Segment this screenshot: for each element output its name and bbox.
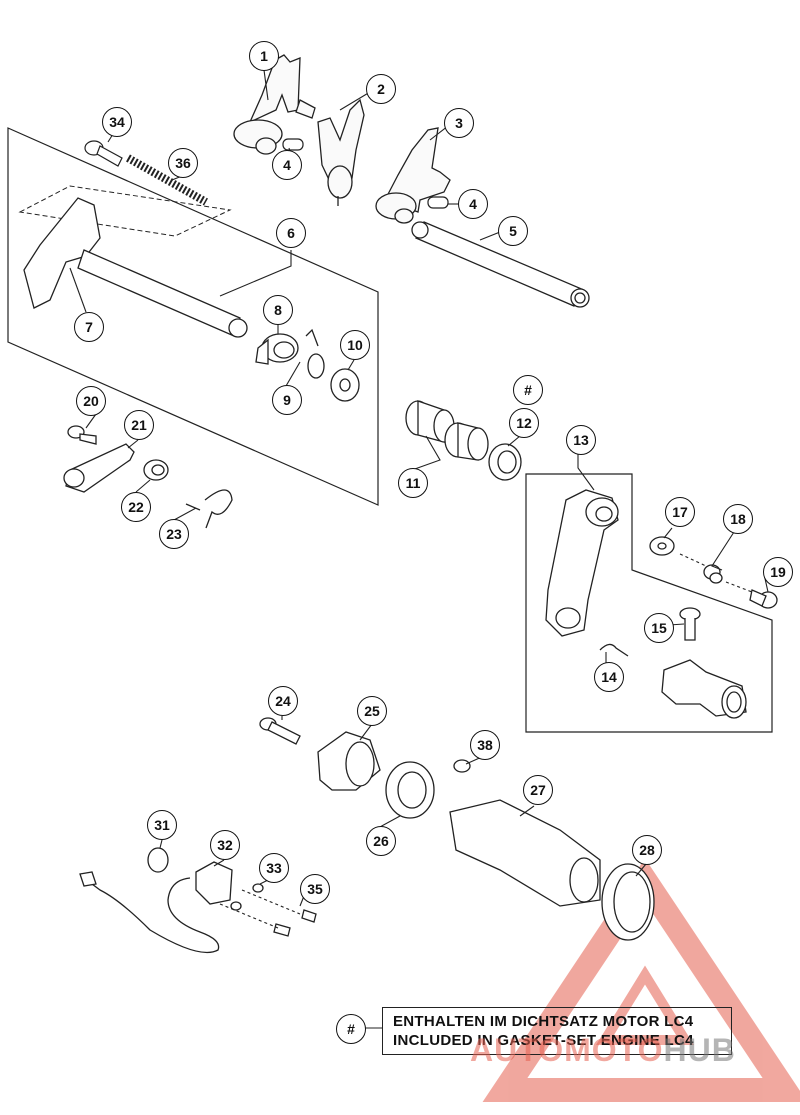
- shift-fork-1: [233, 54, 316, 155]
- gear-position-sensor: [79, 847, 317, 954]
- legend-box: ENTHALTEN IM DICHTSATZ MOTOR LC4 INCLUDE…: [382, 1007, 732, 1055]
- watermark-text: AUTOMOTOHUB: [470, 1032, 736, 1069]
- needle-bearings-and-seal: [405, 400, 522, 481]
- callout-23[interactable]: 23: [159, 519, 189, 549]
- shift-lever-subframe: [18, 185, 232, 237]
- callout-17[interactable]: 17: [665, 497, 695, 527]
- detent-lever-assembly: [63, 425, 233, 529]
- fork-shaft: [411, 221, 590, 308]
- callout-25[interactable]: 25: [357, 696, 387, 726]
- callout-32[interactable]: 32: [210, 830, 240, 860]
- screw-and-spring: [84, 140, 208, 206]
- shift-drum-assembly: [259, 717, 655, 941]
- callout-12-hash[interactable]: #: [513, 375, 543, 405]
- shift-shaft: [23, 197, 248, 338]
- callout-24[interactable]: 24: [268, 686, 298, 716]
- callout-1[interactable]: 1: [249, 41, 279, 71]
- shift-lever: [545, 489, 778, 637]
- callout-9[interactable]: 9: [272, 385, 302, 415]
- callout-18[interactable]: 18: [723, 504, 753, 534]
- callout-34[interactable]: 34: [102, 107, 132, 137]
- callout-19[interactable]: 19: [763, 557, 793, 587]
- watermark-part-2: HUB: [663, 1032, 736, 1068]
- callout-21[interactable]: 21: [124, 410, 154, 440]
- callout-33[interactable]: 33: [259, 853, 289, 883]
- shift-lever-group-frame: [525, 473, 773, 733]
- callout-28[interactable]: 28: [632, 835, 662, 865]
- shift-lever-tip-and-pin: [599, 607, 747, 719]
- callout-4b[interactable]: 4: [458, 189, 488, 219]
- callout-13[interactable]: 13: [566, 425, 596, 455]
- shift-fork-2: [317, 98, 365, 206]
- callout-38[interactable]: 38: [470, 730, 500, 760]
- callout-5[interactable]: 5: [498, 216, 528, 246]
- callout-11[interactable]: 11: [398, 468, 428, 498]
- callout-20[interactable]: 20: [76, 386, 106, 416]
- legend-line-german: ENTHALTEN IM DICHTSATZ MOTOR LC4: [393, 1013, 694, 1030]
- callout-2[interactable]: 2: [366, 74, 396, 104]
- callout-15[interactable]: 15: [644, 613, 674, 643]
- legend-hash-symbol: #: [336, 1014, 366, 1044]
- callout-12[interactable]: 12: [509, 408, 539, 438]
- callout-7[interactable]: 7: [74, 312, 104, 342]
- callout-22[interactable]: 22: [121, 492, 151, 522]
- fork-pins: [282, 138, 449, 209]
- callout-4a[interactable]: 4: [272, 150, 302, 180]
- shaft-bushing-clip-washer: [255, 328, 360, 402]
- callout-8[interactable]: 8: [263, 295, 293, 325]
- callout-10[interactable]: 10: [340, 330, 370, 360]
- callout-3[interactable]: 3: [444, 108, 474, 138]
- callout-35[interactable]: 35: [300, 874, 330, 904]
- callout-6[interactable]: 6: [276, 218, 306, 248]
- callout-31[interactable]: 31: [147, 810, 177, 840]
- callout-36[interactable]: 36: [168, 148, 198, 178]
- shift-fork-3: [375, 127, 451, 224]
- legend-line-english: INCLUDED IN GASKET-SET ENGINE LC4: [393, 1032, 694, 1049]
- callout-26[interactable]: 26: [366, 826, 396, 856]
- callout-14[interactable]: 14: [594, 662, 624, 692]
- callout-27[interactable]: 27: [523, 775, 553, 805]
- watermark-part-1: AUTOMOTO: [470, 1032, 664, 1068]
- shift-shaft-group-frame: [7, 127, 379, 506]
- leader-lines: [69, 69, 769, 1029]
